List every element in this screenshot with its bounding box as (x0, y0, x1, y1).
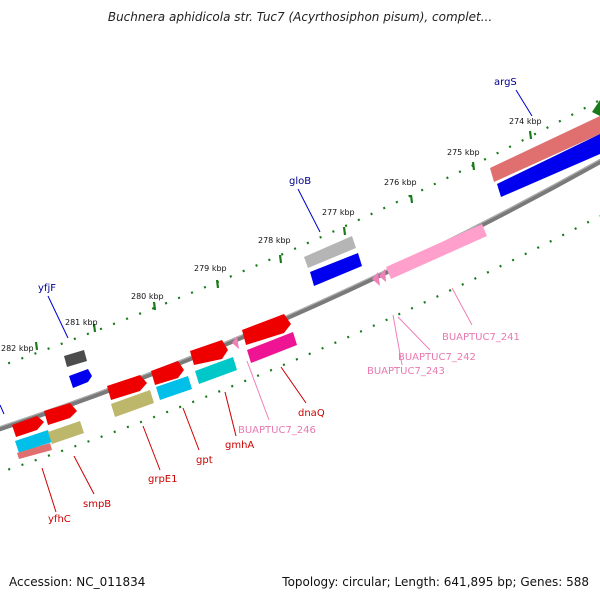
gene-label-smpB[interactable]: smpB (83, 499, 111, 510)
gene-label-dnaQ[interactable]: dnaQ (298, 408, 325, 419)
gene-BUAPTUC7_241[interactable] (386, 224, 487, 279)
scale-label-276: 276 kbp (384, 178, 417, 187)
gene-argS[interactable] (490, 100, 600, 197)
gene-yfhC[interactable] (12, 416, 52, 459)
gene-label-yfhC[interactable]: yfhC (48, 514, 71, 525)
scale-label-274: 274 kbp (509, 117, 542, 126)
genome-backbone (0, 158, 600, 432)
gene-dnaQ[interactable] (242, 314, 297, 363)
gene-smpB[interactable] (44, 403, 84, 444)
gene-label-gloB[interactable]: gloB (289, 176, 311, 187)
gene-gloB[interactable] (304, 236, 362, 286)
scale-label-275: 275 kbp (447, 148, 480, 157)
gene-grpE1[interactable] (107, 375, 154, 417)
topology-text: Topology: circular; Length: 641,895 bp; … (282, 575, 589, 589)
gene-yfjF[interactable] (64, 350, 92, 388)
scale-label-280: 280 kbp (131, 292, 164, 301)
outer-leaders (0, 89, 533, 415)
gene-BUAPTUC7_246[interactable] (232, 336, 239, 349)
scale-label-281: 281 kbp (65, 318, 98, 327)
gene-label-argS[interactable]: argS (494, 77, 517, 88)
gene-label-yfjF[interactable]: yfjF (38, 283, 56, 294)
gene-BUAPTUC7_242[interactable] (379, 269, 386, 282)
gene-label-BUAPTUC7_246[interactable]: BUAPTUC7_246 (238, 425, 316, 436)
outer-tick-ring (0, 99, 600, 368)
gene-BUAPTUC7_243[interactable] (372, 272, 380, 286)
map-title: Buchnera aphidicola str. Tuc7 (Acyrthosi… (107, 10, 493, 24)
gene-label-gmhA[interactable]: gmhA (225, 440, 254, 451)
scale-label-278: 278 kbp (258, 236, 291, 245)
inner-leaders (41, 287, 473, 513)
gene-label-BUAPTUC7_241[interactable]: BUAPTUC7_241 (442, 332, 520, 343)
scale-label-277: 277 kbp (322, 208, 355, 217)
genome-backbone-highlight (0, 158, 600, 428)
gene-label-gpt[interactable]: gpt (196, 455, 213, 466)
gene-label-grpE1[interactable]: grpE1 (148, 474, 178, 485)
gene-gpt[interactable] (151, 361, 192, 400)
gene-label-BUAPTUC7_243[interactable]: BUAPTUC7_243 (367, 366, 445, 377)
scale-label-282: 282 kbp (1, 344, 34, 353)
gene-gmhA[interactable] (190, 340, 237, 384)
accession-text: Accession: NC_011834 (9, 575, 146, 589)
gene-label-BUAPTUC7_242[interactable]: BUAPTUC7_242 (398, 352, 476, 363)
scale-label-279: 279 kbp (194, 264, 227, 273)
major-ticks (34, 130, 533, 351)
